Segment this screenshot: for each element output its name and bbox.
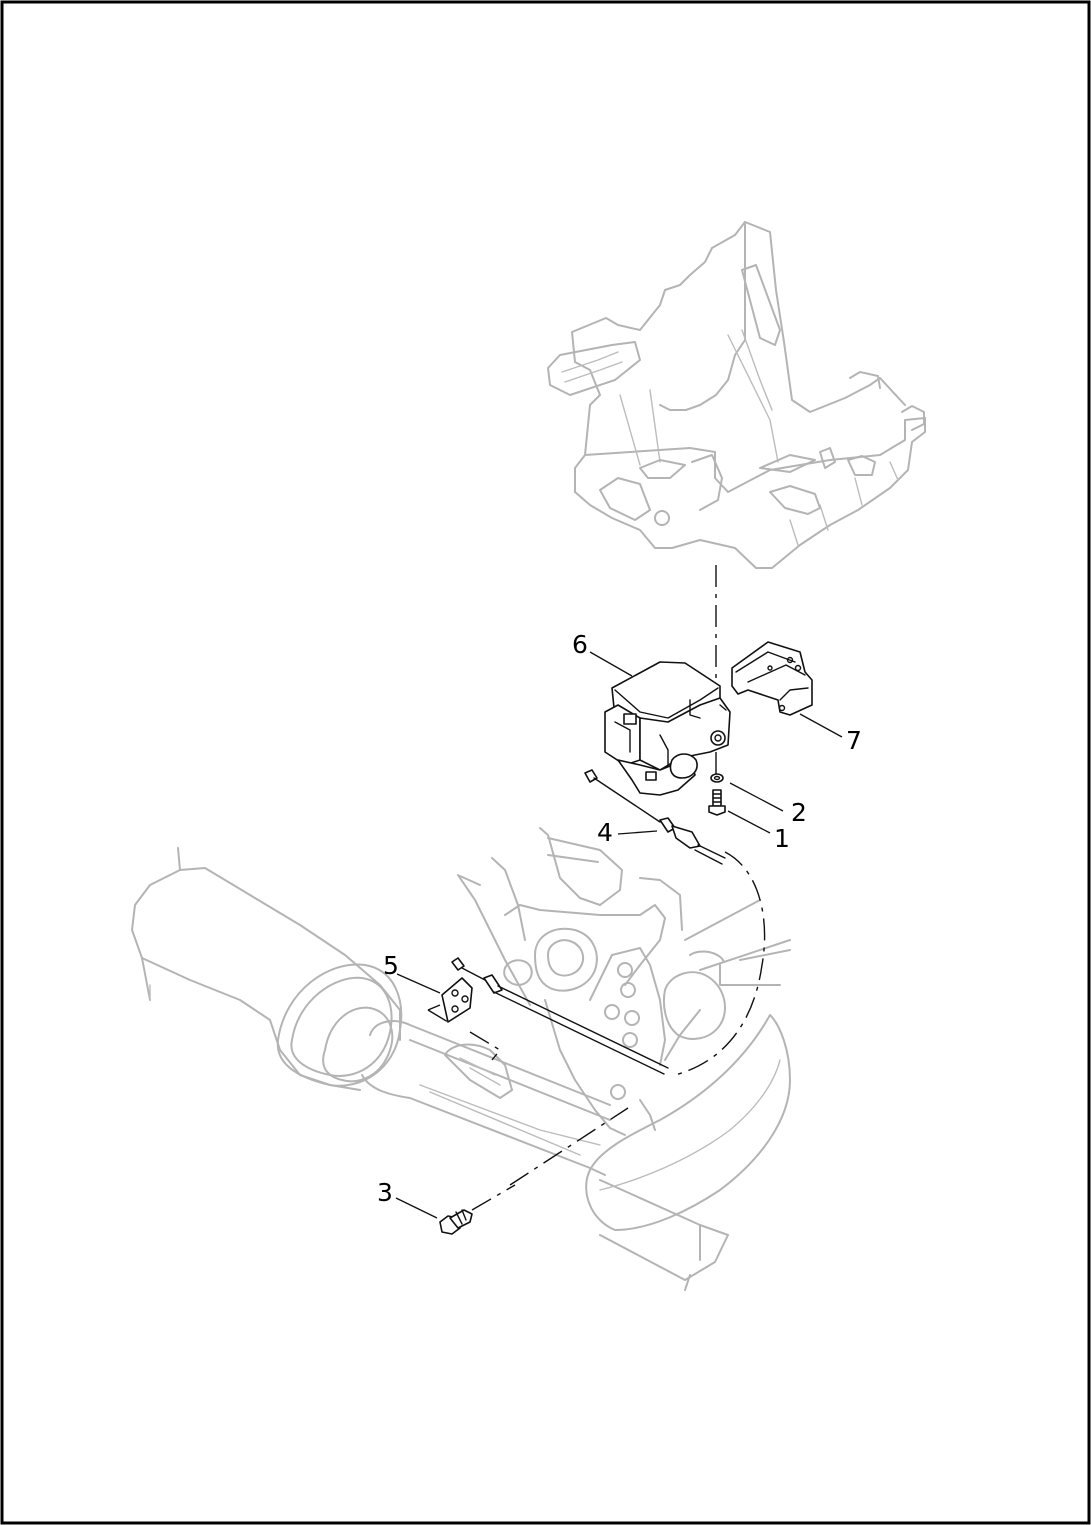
callout-4: 4	[597, 818, 613, 847]
exhaust-swingarm-context	[131, 827, 791, 1291]
part-3-bolt	[439, 1209, 473, 1235]
part-1-screw	[708, 789, 726, 816]
callout-labels: 6 7 2 1 4 5 3	[377, 630, 862, 1207]
callout-5: 5	[383, 951, 399, 980]
part-5-cable-clip	[441, 957, 669, 1075]
leader-lines	[395, 651, 843, 1219]
battery-tray-context	[547, 221, 926, 569]
part-2-washer	[710, 773, 724, 783]
callout-3: 3	[377, 1178, 393, 1207]
part-4-cable-upper	[584, 769, 726, 865]
callout-6: 6	[572, 630, 588, 659]
part-7-bracket	[731, 641, 813, 716]
callout-1: 1	[774, 824, 790, 853]
callout-2: 2	[791, 798, 807, 827]
alignment-lines	[427, 565, 766, 1211]
callout-7: 7	[846, 726, 862, 755]
part-6-abs-module	[604, 661, 731, 796]
